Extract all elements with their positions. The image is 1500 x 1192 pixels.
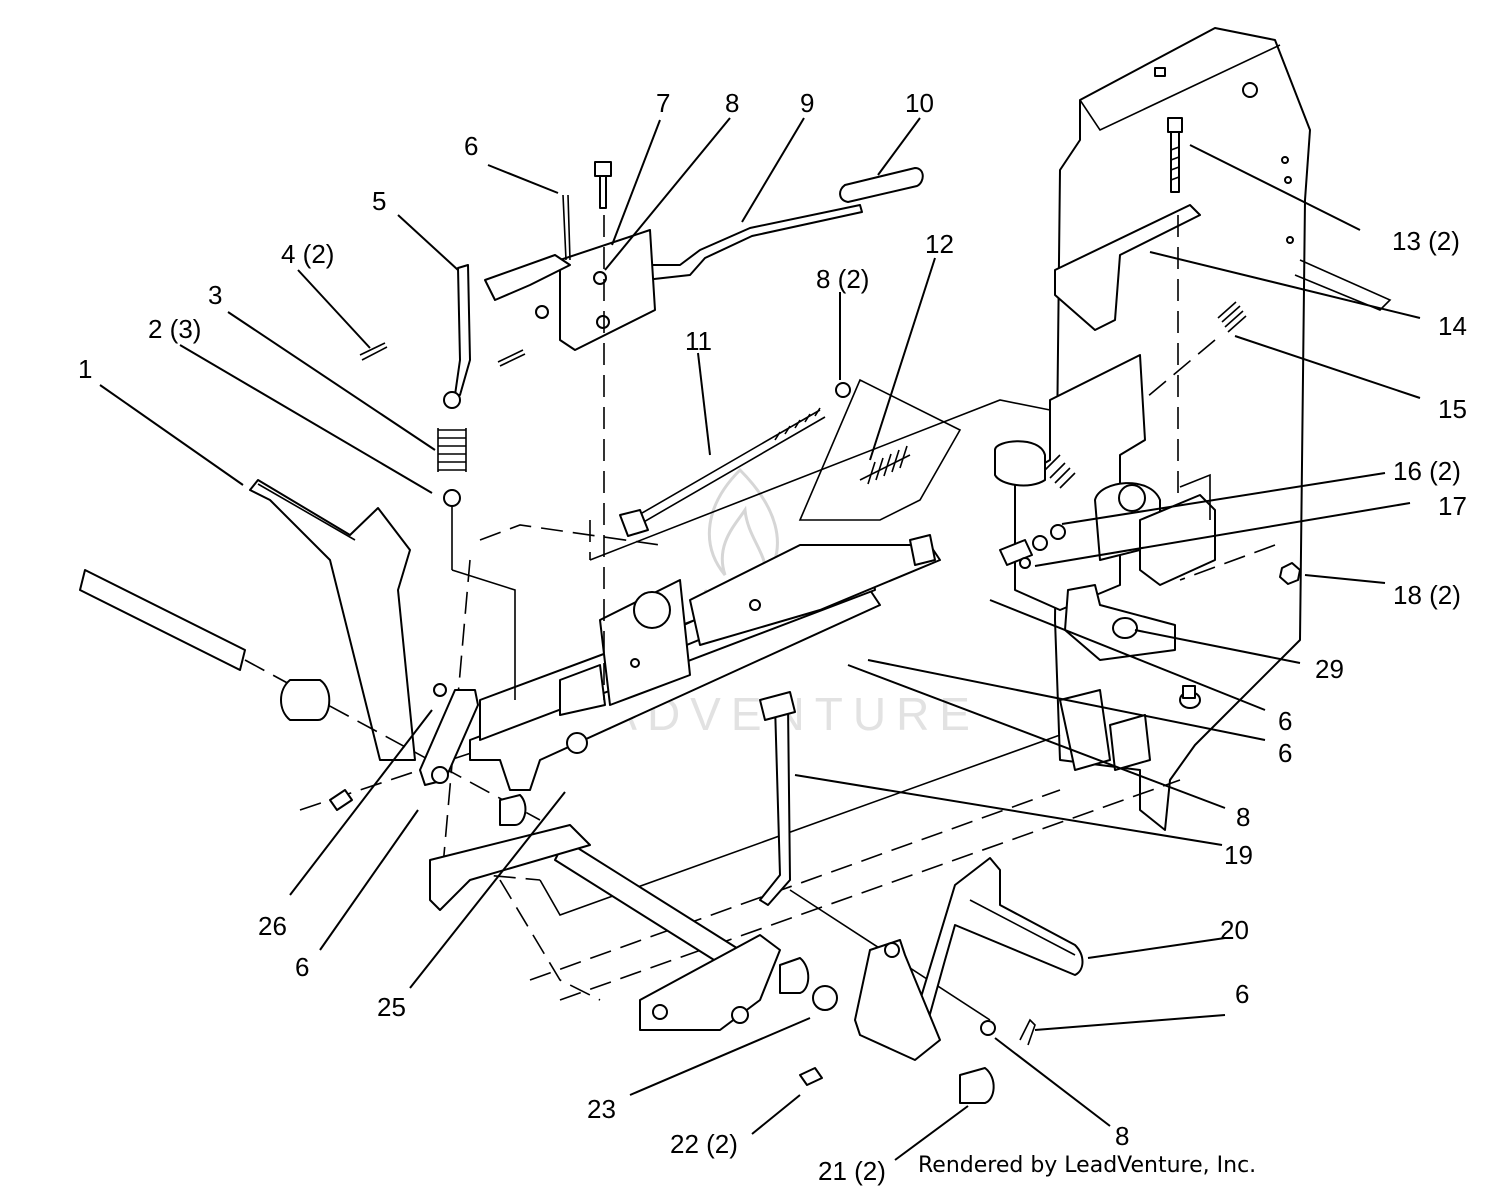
pivot-bracket: [559, 579, 691, 716]
washer-8-bottom: [980, 1020, 996, 1036]
cotter-6-bottom: [1019, 1018, 1036, 1046]
callout-3: 3: [208, 280, 222, 310]
callout-11: 11: [685, 326, 712, 356]
bracket-14: [1054, 204, 1201, 331]
bolt-22: [799, 1067, 823, 1086]
callout-6-lower: 6: [1235, 979, 1249, 1009]
washer-2b: [443, 489, 461, 507]
spring-12: [859, 445, 911, 485]
callout-23: 23: [587, 1094, 616, 1124]
cotter-4b: [497, 349, 526, 367]
pin-left: [329, 789, 353, 811]
washer-2a: [443, 391, 461, 409]
cross-member: [689, 534, 941, 646]
pedal-1: [249, 479, 416, 761]
callout-25: 25: [377, 992, 406, 1022]
bushing-21: [959, 1067, 995, 1104]
washer-16b: [1032, 535, 1048, 551]
callout-7: 7: [656, 88, 670, 118]
arm-lower: [854, 939, 941, 1061]
lever-26: [419, 689, 479, 786]
shaft-assembly-23: [429, 794, 781, 1031]
pedal-20: [904, 857, 1084, 1051]
callout-labels: 1 2 (3) 3 4 (2) 5 6 7 8 9 10 11 8 (2) 12…: [78, 88, 1467, 1186]
callout-8-right: 8: [1236, 802, 1250, 832]
callout-21: 21 (2): [818, 1156, 886, 1186]
callout-6-top: 6: [464, 131, 478, 161]
callout-8-top: 8: [725, 88, 739, 118]
callout-8-2: 8 (2): [816, 264, 869, 294]
callout-22: 22 (2): [670, 1129, 738, 1159]
callout-6-right-b: 6: [1278, 738, 1292, 768]
grip-10: [839, 167, 924, 203]
callout-13: 13 (2): [1392, 226, 1460, 256]
pin-5: [454, 264, 471, 396]
washer-16a: [1050, 524, 1066, 540]
callout-19: 19: [1224, 840, 1253, 870]
callout-29: 29: [1315, 654, 1344, 684]
bushing-left: [280, 679, 331, 721]
callout-14: 14: [1438, 311, 1467, 341]
callout-9: 9: [800, 88, 814, 118]
bolt-head: [594, 161, 612, 177]
cotter-4a: [359, 342, 388, 361]
rod-11: [619, 407, 826, 537]
plate-12: [798, 378, 962, 521]
callout-8-lower: 8: [1115, 1121, 1129, 1151]
nut-18: [1279, 562, 1301, 585]
callout-17: 17: [1438, 491, 1467, 521]
rod-19: [759, 691, 991, 1021]
credit-text: Rendered by LeadVenture, Inc.: [918, 1153, 1256, 1178]
callout-10: 10: [905, 88, 934, 118]
pivot-housing: [994, 354, 1216, 611]
callout-26: 26: [258, 911, 287, 941]
callout-16: 16 (2): [1393, 456, 1461, 486]
bracket-7: [559, 229, 656, 351]
callout-2: 2 (3): [148, 314, 201, 344]
bushing-23: [779, 957, 810, 994]
leader-lines: [99, 117, 1421, 1161]
shaft-left: [79, 569, 541, 821]
cotter-6-top: [562, 194, 571, 261]
spring-3: [437, 428, 467, 472]
pin-17: [999, 539, 1033, 566]
bracket-5: [484, 254, 571, 301]
callout-6-left: 6: [295, 952, 309, 982]
callout-1: 1: [78, 354, 92, 384]
callout-12: 12: [925, 229, 954, 259]
washer-23: [812, 985, 838, 1011]
callout-15: 15: [1438, 394, 1467, 424]
bolt-13: [1167, 117, 1183, 500]
callout-18: 18 (2): [1393, 580, 1461, 610]
callout-20: 20: [1220, 915, 1249, 945]
callout-5: 5: [372, 186, 386, 216]
washer-8-top: [835, 382, 851, 398]
callout-4: 4 (2): [281, 239, 334, 269]
callout-6-right-a: 6: [1278, 706, 1292, 736]
